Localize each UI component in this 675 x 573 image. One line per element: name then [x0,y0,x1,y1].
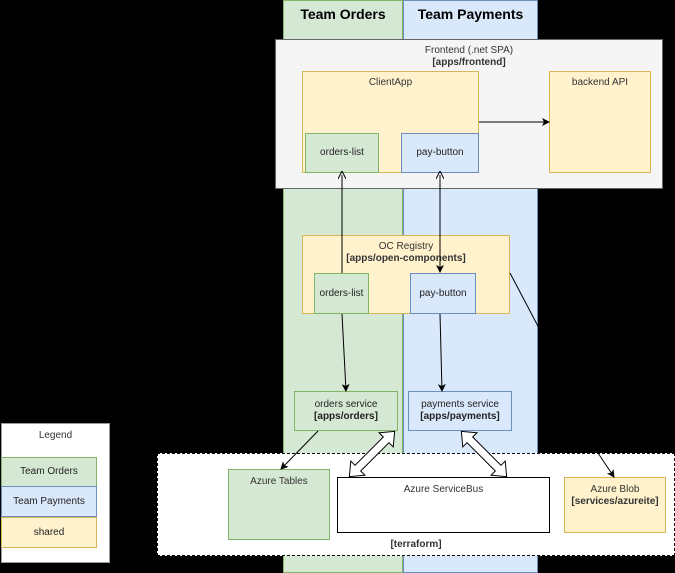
registry-pay-to-service-arrow [437,313,446,392]
lane-team-payments-title: Team Payments [417,6,524,22]
oc-registry-title: OC Registry [378,241,434,252]
terraform-label: [terraform] [390,539,442,550]
azure-servicebus-label: Azure ServiceBus [403,484,484,495]
legend-team-orders: Team Orders [1,457,97,487]
payments-servicebus-block-arrow [460,430,508,478]
registry-orders-list-label: orders-list [319,287,364,299]
oc-registry-caption: OC Registry [apps/open-components] [303,241,509,265]
lane-team-orders-title: Team Orders [300,6,386,22]
oc-registry-path: [apps/open-components] [346,253,466,264]
azure-blob-box: Azure Blob [services/azureite] [564,477,666,533]
to-blob-arrow [597,452,615,478]
orders-servicebus-block-arrow [348,430,396,478]
orders-service-path: [apps/orders] [314,411,378,422]
legend-team-payments: Team Payments [1,486,97,517]
orders-service-title: orders service [314,399,378,410]
backend-api-label: backend API [571,77,629,88]
legend-panel: Legend Team Orders Team Payments shared [1,423,110,563]
azure-tables-label: Azure Tables [250,476,308,487]
frontend-path: [apps/frontend] [432,57,506,68]
payments-service-title: payments service [421,399,499,410]
frontend-subtitle: (.net SPA) [464,45,514,56]
azure-blob-caption: Azure Blob [services/azureite] [565,484,665,508]
clientapp-label: ClientApp [368,77,413,88]
azure-servicebus-box: Azure ServiceBus [337,477,550,533]
backend-api-box: backend API [549,71,651,173]
registry-pay-button: pay-button [410,273,476,314]
payments-service-box: payments service [apps/payments] [408,391,512,431]
legend-team-payments-label: Team Payments [13,495,85,507]
registry-pay-button-label: pay-button [419,287,467,299]
frontend-pay-button-label: pay-button [416,147,464,158]
frontend-title: Frontend [424,45,465,56]
orders-to-tables-arrow [280,430,319,470]
frontend-orders-list: orders-list [305,133,379,173]
legend-shared: shared [1,517,97,548]
frontend-caption: Frontend (.net SPA) [apps/frontend] [276,45,662,69]
frontend-orders-list-label: orders-list [320,147,364,158]
orders-service-box: orders service [apps/orders] [294,391,398,431]
payments-service-path: [apps/payments] [420,411,500,422]
legend-shared-label: shared [33,526,65,538]
registry-orders-to-service-arrow [341,313,350,392]
legend-team-orders-label: Team Orders [20,466,78,477]
azure-blob-title: Azure Blob [590,484,640,495]
azure-tables-box: Azure Tables [228,469,330,540]
registry-to-blob-line [509,272,541,331]
azure-blob-path: [services/azureite] [571,496,659,507]
legend-title: Legend [38,430,73,441]
registry-orders-list: orders-list [314,273,369,314]
